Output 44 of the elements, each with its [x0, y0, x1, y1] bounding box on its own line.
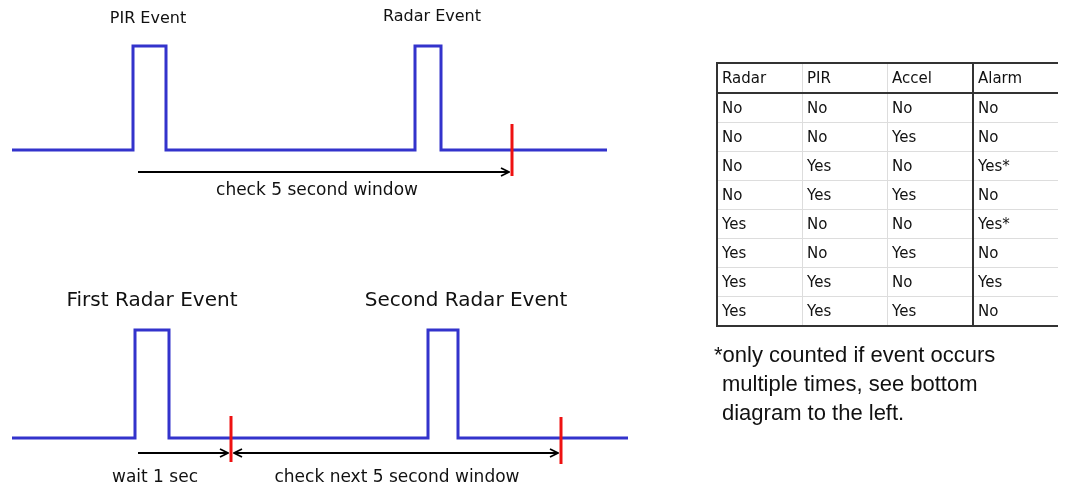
table-cell: No	[973, 122, 1058, 152]
table-cell: No	[973, 93, 1058, 123]
table-cell: No	[802, 122, 888, 152]
event-label: First Radar Event	[66, 289, 238, 309]
table-cell: No	[973, 180, 1058, 210]
event-label: Radar Event	[383, 8, 481, 24]
table-cell: Yes*	[973, 151, 1058, 181]
table-cell: No	[802, 238, 888, 268]
table-cell: Yes	[802, 151, 888, 181]
table-cell: No	[717, 180, 803, 210]
table-cell: No	[973, 238, 1058, 268]
column-header: Accel	[887, 63, 973, 93]
window-label: check 5 second window	[216, 181, 418, 198]
table-cell: No	[717, 122, 803, 152]
table-cell: No	[973, 296, 1058, 326]
table-cell: Yes	[887, 122, 973, 152]
table-cell: Yes	[717, 296, 803, 326]
table-cell: No	[887, 151, 973, 181]
column-header: PIR	[802, 63, 888, 93]
table-cell: Yes	[802, 180, 888, 210]
table-cell: No	[887, 209, 973, 239]
table-cell: Yes*	[973, 209, 1058, 239]
table-cell: Yes	[717, 267, 803, 297]
table-cell: Yes	[717, 209, 803, 239]
column-header: Radar	[717, 63, 803, 93]
table-cell: No	[802, 209, 888, 239]
window-label: check next 5 second window	[274, 468, 520, 485]
table-cell: No	[717, 93, 803, 123]
window-label: wait 1 sec	[112, 468, 198, 485]
event-label: Second Radar Event	[364, 289, 568, 309]
column-header: Alarm	[973, 63, 1058, 93]
table-cell: No	[717, 151, 803, 181]
footnote: *only counted if event occurs multiple times, see bottom diagram to the left.	[714, 341, 997, 427]
table-cell: Yes	[717, 238, 803, 268]
table-cell: No	[887, 93, 973, 123]
event-label: PIR Event	[109, 10, 187, 26]
table-cell: No	[802, 93, 888, 123]
table-cell: Yes	[973, 267, 1058, 297]
table-cell: Yes	[887, 296, 973, 326]
table-cell: Yes	[887, 238, 973, 268]
table-cell: Yes	[887, 180, 973, 210]
table-cell: Yes	[802, 267, 888, 297]
table-cell: Yes	[802, 296, 888, 326]
table-cell: No	[887, 267, 973, 297]
